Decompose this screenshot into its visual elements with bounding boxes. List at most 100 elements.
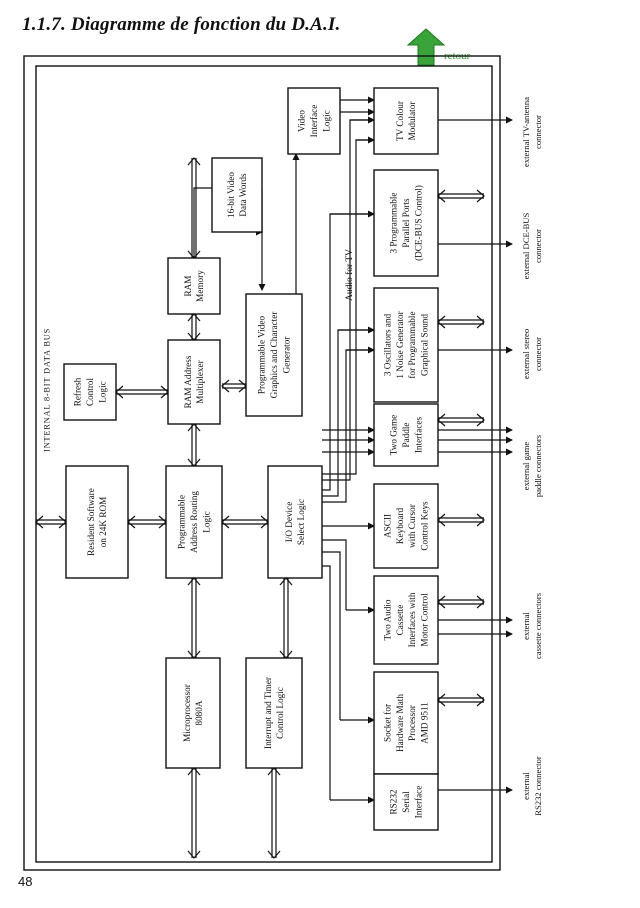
- arrow-head: [279, 577, 293, 586]
- block-box: [245, 293, 303, 417]
- block-box: [267, 465, 323, 579]
- block-box: [167, 257, 221, 315]
- arrow-head: [267, 850, 281, 859]
- block-label: Logic: [321, 110, 331, 131]
- arrow-head: [279, 650, 293, 659]
- block-box: [373, 483, 439, 569]
- block-label: Two Audio: [382, 599, 392, 640]
- block-box: [373, 169, 439, 277]
- arrow-head: [160, 385, 169, 399]
- arrow-head: [158, 515, 167, 529]
- block-box: [167, 339, 221, 425]
- arrow-head: [267, 767, 281, 776]
- block-label: Data Words: [238, 173, 248, 217]
- arrow-head: [187, 650, 201, 659]
- page-title: 1.1.7. Diagramme de fonction du D.A.I.: [22, 14, 341, 35]
- external-label: cassette connectors: [533, 592, 543, 659]
- block-label: Serial: [401, 791, 411, 813]
- block-label: RAM: [183, 276, 193, 297]
- arrow-head: [187, 850, 201, 859]
- external-label: paddle connectors: [533, 434, 543, 497]
- block-box: [373, 671, 439, 775]
- block-label: Programmable Video: [257, 316, 267, 395]
- up-arrow-icon[interactable]: [406, 28, 446, 66]
- block-label: Hardware Math: [395, 694, 405, 752]
- block-label: Keyboard: [395, 507, 405, 544]
- arrow-head: [187, 767, 201, 776]
- block-label: 1 Noise Generator: [395, 311, 405, 378]
- arrow-head: [437, 413, 446, 427]
- arrow-head: [437, 693, 446, 707]
- arrow-head: [187, 423, 201, 432]
- external-label: external: [521, 612, 531, 640]
- block-label: Control: [85, 378, 95, 407]
- block-label: Refresh: [73, 377, 83, 406]
- block-label: Processor: [407, 705, 417, 741]
- arrow-head: [476, 315, 485, 329]
- block-box: [245, 657, 303, 769]
- block-label: Interfaces: [413, 416, 423, 453]
- block-box: [373, 575, 439, 665]
- arrow-head: [476, 189, 485, 203]
- connection-lines: [35, 96, 513, 859]
- arrow-head: [476, 693, 485, 707]
- external-label: external TV-antenna: [521, 97, 531, 167]
- block-label: 8080A: [194, 700, 204, 725]
- arrow-head: [127, 515, 136, 529]
- outer-frame: [23, 55, 501, 871]
- connection-line: [322, 551, 341, 720]
- arrow-head: [476, 595, 485, 609]
- block-box: [373, 287, 439, 403]
- bus-label: INTERNAL 8-BIT DATA BUS: [43, 328, 52, 452]
- retour-link[interactable]: [406, 28, 486, 66]
- block-label: Graphics and Character: [269, 312, 279, 399]
- connection-line: [322, 539, 347, 610]
- block-label: Memory: [195, 270, 205, 302]
- block-box: [373, 773, 439, 831]
- external-label: connector: [533, 115, 543, 149]
- block-label: Multiplexer: [195, 360, 205, 403]
- arrow-head: [187, 577, 201, 586]
- arrow-head: [187, 157, 201, 166]
- block-label: Interface: [309, 105, 319, 138]
- block-label: Interface: [413, 786, 423, 819]
- block-label: Logic: [97, 381, 107, 402]
- arrow-head: [187, 458, 201, 467]
- block-label: Programmable: [177, 495, 187, 549]
- external-label: external DCE-BUS: [521, 212, 531, 279]
- block-box: [211, 157, 263, 233]
- block-label: Interfaces with: [407, 592, 417, 647]
- external-label: external game: [521, 442, 531, 491]
- block-label: Select Logic: [296, 499, 306, 545]
- arrow-head: [58, 515, 67, 529]
- block-label: Two Game: [389, 415, 399, 455]
- block-box: [63, 363, 117, 421]
- connection-line: [322, 565, 331, 800]
- block-label: with Cursor: [407, 504, 417, 548]
- arrow-head: [260, 515, 269, 529]
- block-label: Interrupt and Timer: [263, 677, 273, 749]
- arrow-head: [221, 379, 230, 393]
- block-label: Modulator: [407, 102, 417, 141]
- arrow-head: [437, 595, 446, 609]
